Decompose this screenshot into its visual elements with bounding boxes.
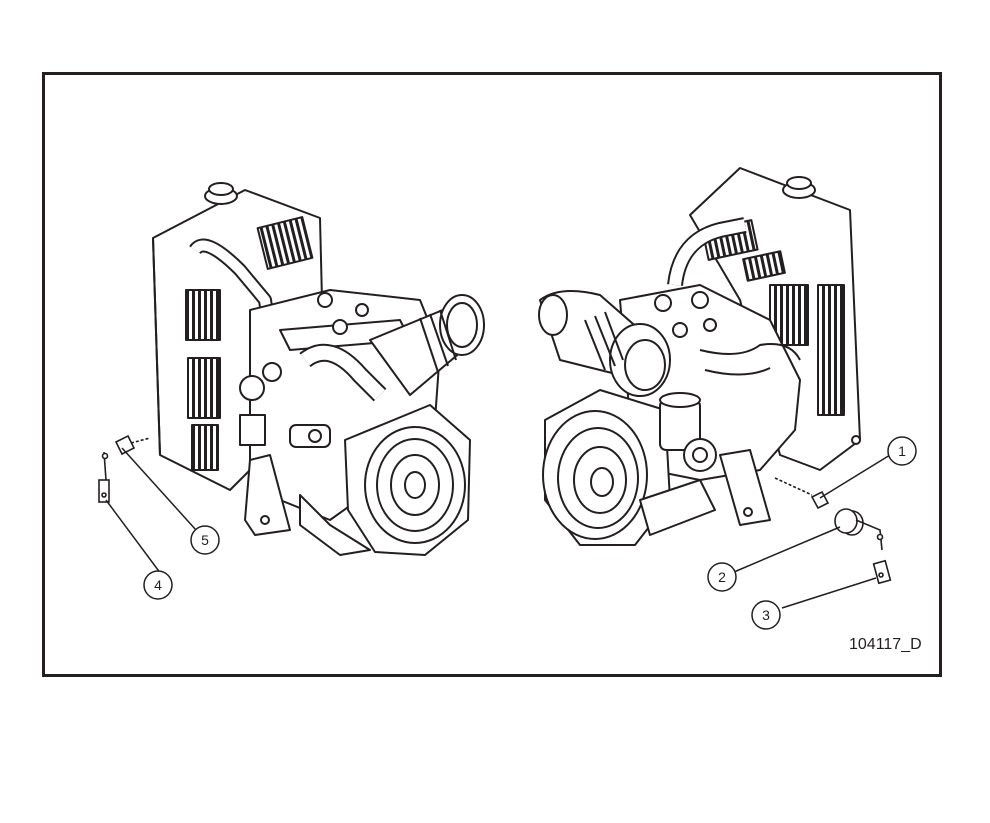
drawing-number: 104117_D [849, 636, 922, 653]
svg-text:1: 1 [898, 443, 906, 459]
svg-text:2: 2 [718, 569, 726, 585]
sensor-parts-left [98, 434, 151, 503]
callout-1: 1 [887, 436, 917, 466]
svg-text:5: 5 [201, 532, 209, 548]
callout-4: 4 [143, 570, 173, 600]
svg-text:4: 4 [154, 577, 162, 593]
engine-right [538, 167, 861, 546]
leader-lines [105, 447, 891, 609]
callout-3: 3 [751, 600, 781, 630]
svg-text:3: 3 [762, 607, 770, 623]
figure-border [42, 72, 942, 677]
engine-left [152, 182, 485, 556]
callout-5: 5 [190, 525, 220, 555]
callout-2: 2 [707, 562, 737, 592]
